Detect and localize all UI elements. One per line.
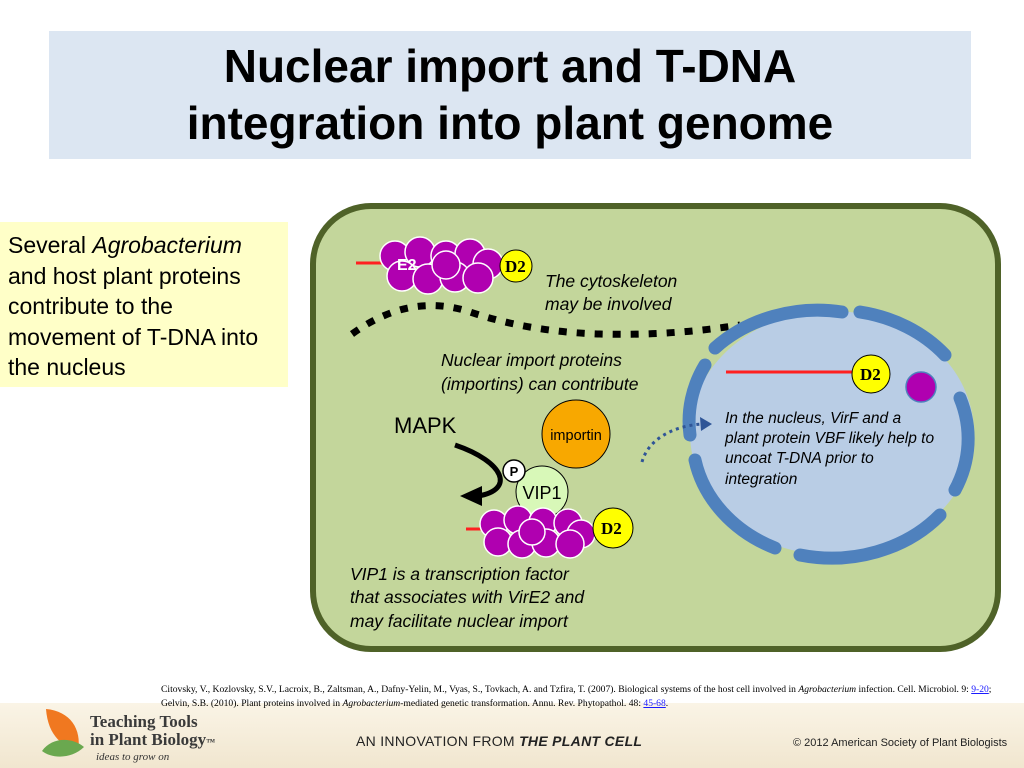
citation-italic-2: Agrobacterium [342,698,401,709]
phosphorylation-arrow [454,442,503,499]
innovation-credit: AN INNOVATION FROM THE PLANT CELL [356,733,642,749]
phosphate-p [502,459,526,483]
cytoskeleton-note-line-2: may be involved [545,294,673,314]
d2-protein-lower [592,507,634,549]
cytoskeleton-line [349,302,741,338]
logo-tagline: ideas to grow on [96,751,170,763]
phosphorylation-arrowhead-icon [460,486,482,506]
vip1-note: VIP1 is a transcription factor that asso… [350,564,589,631]
d2-label-nucleus: D2 [860,365,881,384]
nucleus-note-line-4: integration [725,471,797,488]
logo-line-2: in Plant Biology [90,730,207,749]
mapk-label: MAPK [394,413,457,438]
title-line-2: integration into plant genome [186,97,834,149]
cytoskeleton-note: The cytoskeleton may be involved [545,271,682,314]
cytoskeleton-note-line-1: The cytoskeleton [545,271,677,291]
importins-note-line-1: Nuclear import proteins [441,350,622,370]
logo-trademark: ™ [206,737,216,747]
citation-link-2[interactable]: 45-68 [643,698,666,709]
import-arrowhead-icon [700,417,712,431]
virE2-protein-nucleus [905,371,937,403]
innovation-bold: THE PLANT CELL [519,733,643,749]
title-line-1: Nuclear import and T-DNA [223,40,797,92]
innovation-prefix: AN INNOVATION FROM [356,733,520,749]
citation-text-3: ; Gelvin, S.B. (2010). Plant proteins in… [161,684,992,709]
citation-italic-1: Agrobacterium [798,684,857,695]
side-note-rest: and host plant proteins contribute to th… [8,262,259,381]
side-note-box: Several Agrobacterium and host plant pro… [0,222,288,387]
nucleus-note-line-3: uncoat T-DNA prior to [725,450,874,467]
copyright-notice: © 2012 American Society of Plant Biologi… [793,737,1008,749]
logo-line-1: Teaching Tools [90,712,198,731]
importin-label: importin [550,428,602,444]
d2-label-top: D2 [505,257,526,276]
footer-band [0,703,1024,768]
citation-text-2: infection. Cell. Microbiol. 9: [856,684,972,695]
importin-protein [541,399,611,469]
d2-label-lower: D2 [601,519,622,538]
citation: Citovsky, V., Kozlovsky, S.V., Lacroix, … [161,683,1011,711]
citation-text-5: . [665,698,669,709]
vip1-note-line-3: may facilitate nuclear import [350,611,569,631]
nuclear-envelope [682,303,975,565]
e2-label: E2 [397,257,417,274]
importins-note: Nuclear import proteins (importins) can … [441,350,639,394]
nucleus-note: In the nucleus, VirF and a plant protein… [724,410,938,488]
side-note-italic: Agrobacterium [92,232,242,258]
vip1-label: VIP1 [522,483,561,503]
citation-text-1: Citovsky, V., Kozlovsky, S.V., Lacroix, … [161,684,799,695]
vip1-note-line-2: that associates with VirE2 and [350,587,585,607]
phosphate-label: P [510,464,519,479]
citation-text-4: -mediated genetic transformation. Annu. … [400,698,644,709]
vip1-note-line-1: VIP1 is a transcription factor [350,564,570,584]
nucleus-note-line-2: plant protein VBF likely help to [724,430,934,447]
slide-title: Nuclear import and T-DNA integration int… [187,38,834,152]
importins-note-line-2: (importins) can contribute [441,374,639,394]
virE2-cluster-lower [479,505,596,559]
teaching-tools-logo-text: Teaching Tools in Plant Biology™ [90,713,215,751]
title-banner: Nuclear import and T-DNA integration int… [49,31,971,159]
side-note-prefix: Several [8,232,93,258]
d2-protein-nucleus [851,354,891,394]
virE2-cluster-top [379,236,504,295]
d2-protein-top [499,249,533,283]
citation-link-1[interactable]: 9-20 [971,684,989,695]
nucleus-note-line-1: In the nucleus, VirF and a [725,410,901,427]
leaf-logo-icon [42,709,84,757]
